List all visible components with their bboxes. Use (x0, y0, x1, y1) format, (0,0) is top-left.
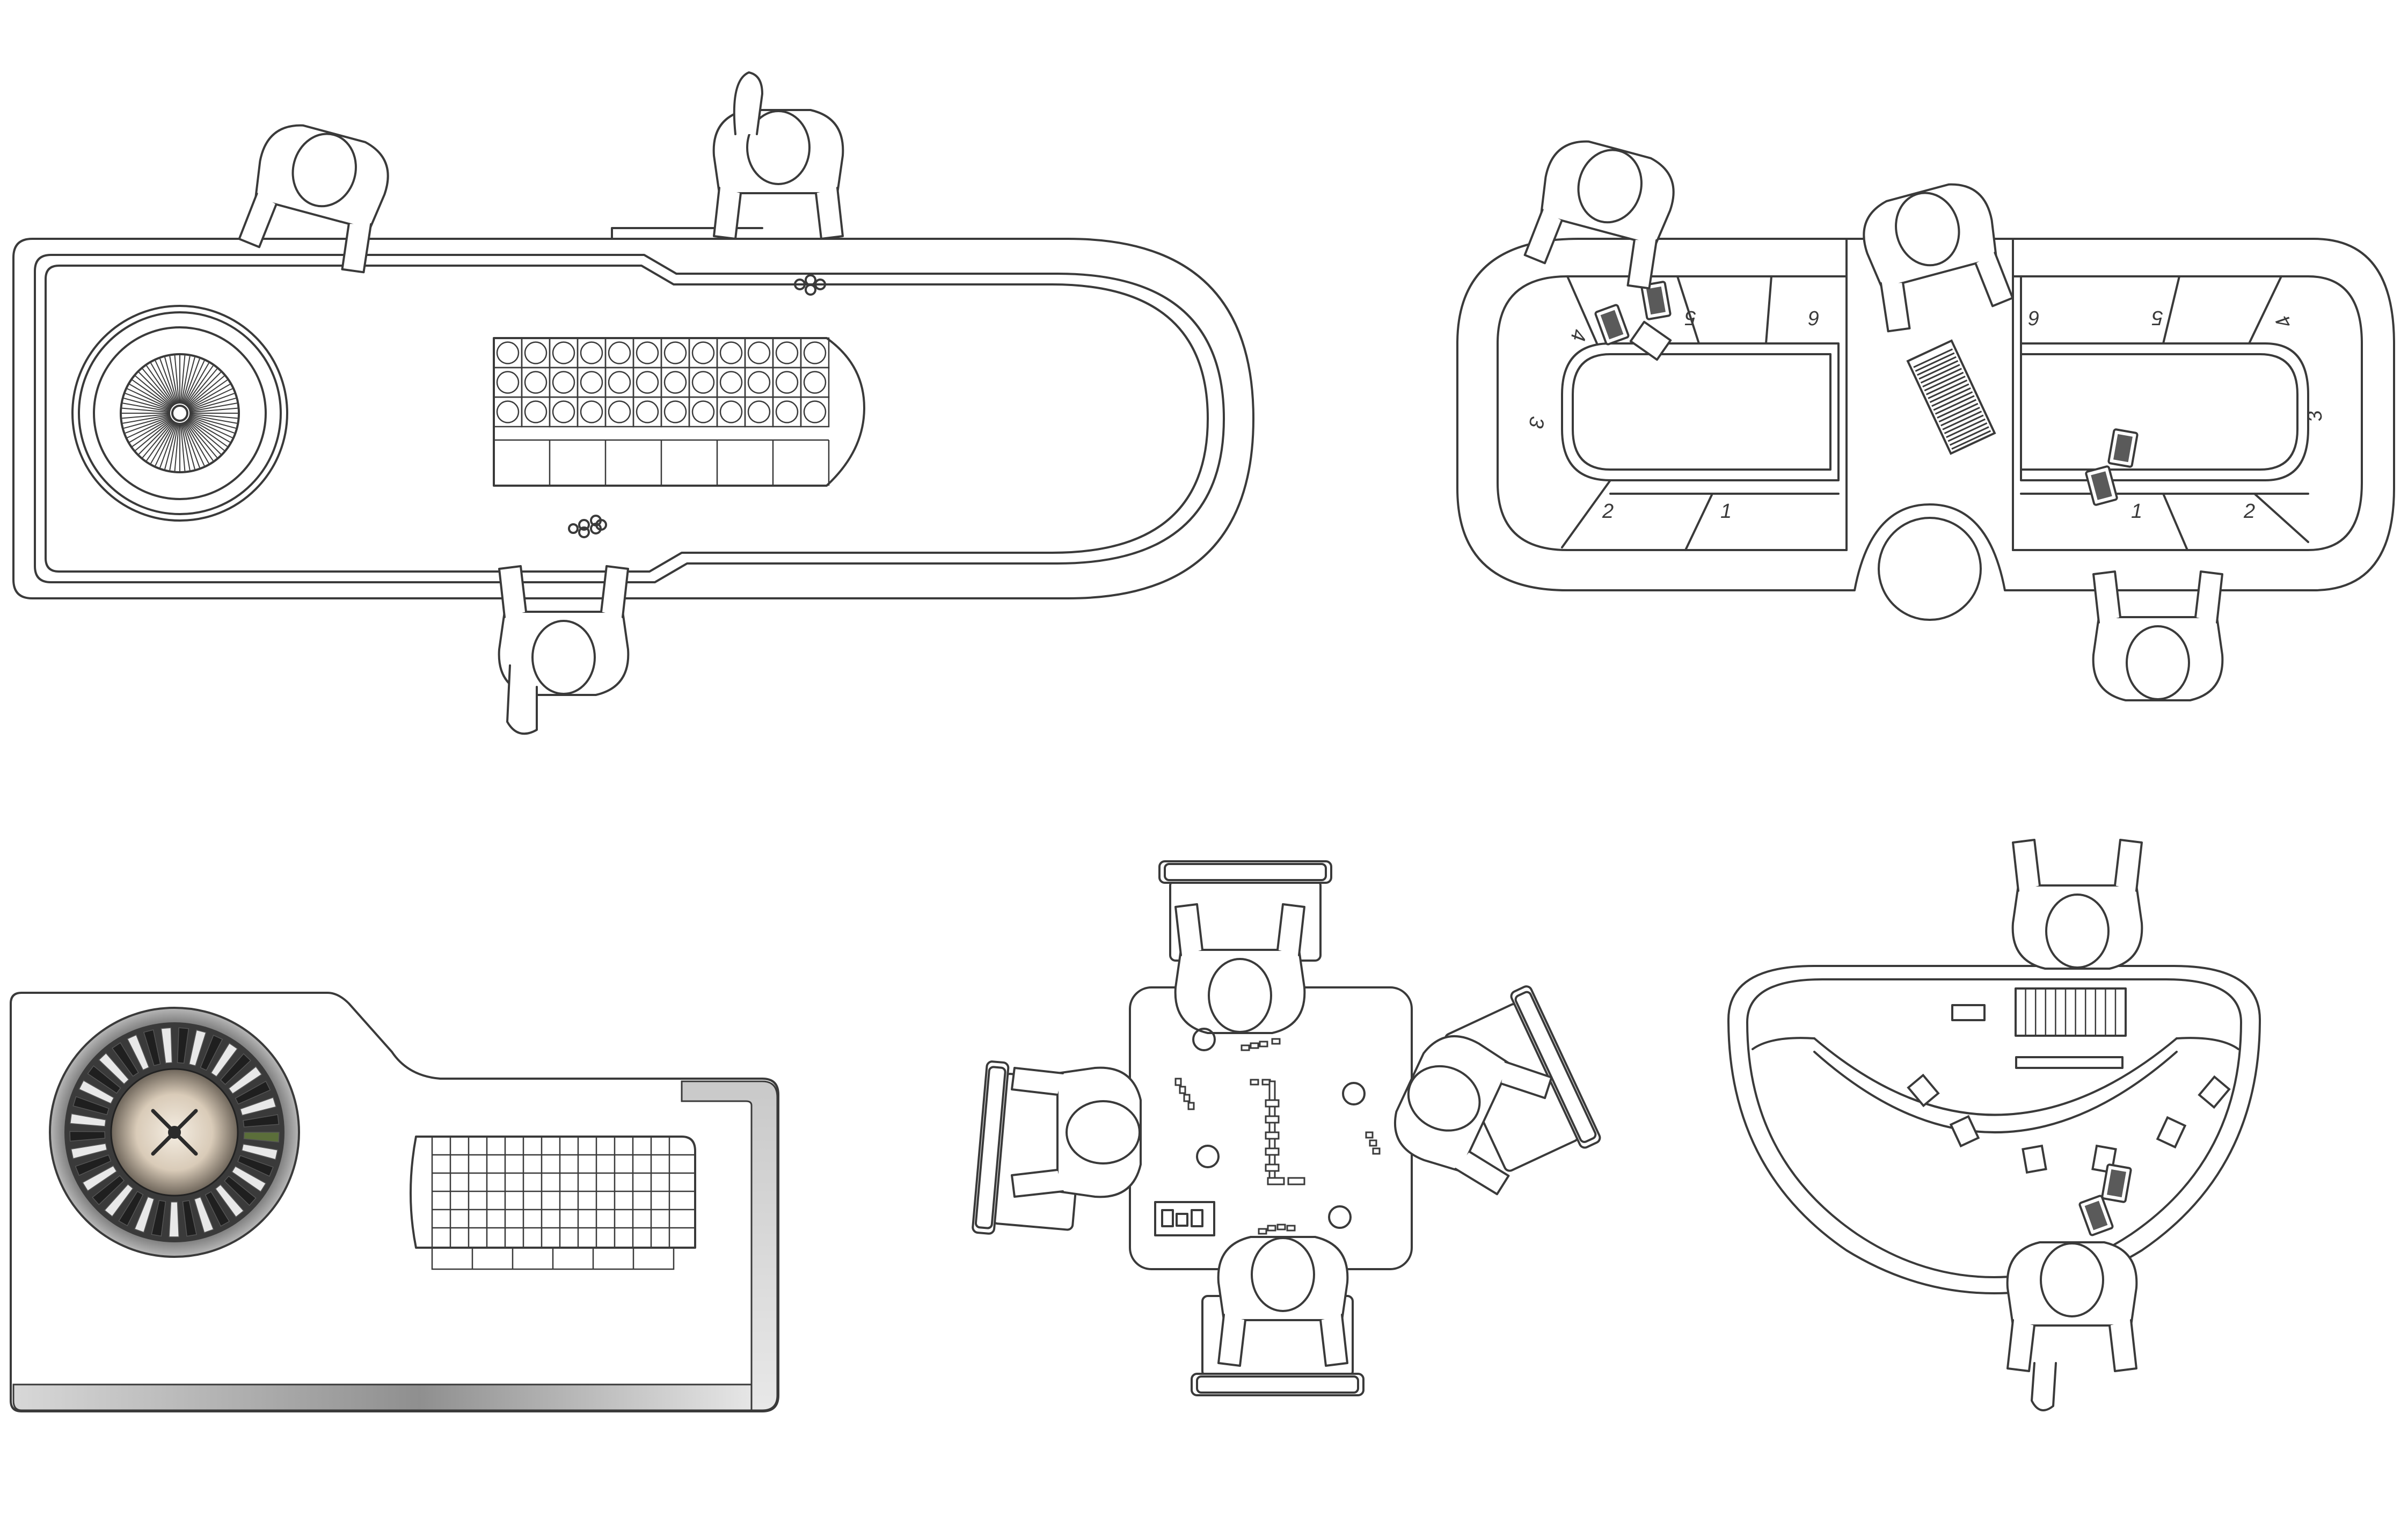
table5-outer (1727, 965, 2261, 1294)
seat-number: 6 (2028, 306, 2040, 329)
player-figure (1854, 175, 2015, 335)
square-card-table (971, 860, 1603, 1396)
baccarat-table: 4 5 6 3 2 1 6 5 4 3 1 2 (1456, 132, 2395, 701)
bet-cell (800, 396, 830, 428)
table3-betting-layout (410, 1136, 696, 1270)
player-figure (2011, 839, 2143, 970)
table1-betting-layout (493, 337, 865, 487)
seat-number: 3 (2303, 409, 2327, 424)
playing-card-icon (2107, 428, 2139, 468)
seat-number: 5 (1684, 306, 1696, 329)
chip-icon (1192, 1028, 1366, 1229)
table5-insurance-arc (1813, 1037, 2178, 1116)
chip-tray (2015, 987, 2127, 1037)
playing-card-icon (2100, 1163, 2133, 1204)
playing-card-icon (2078, 1194, 2114, 1237)
blackjack-table (1727, 839, 2261, 1411)
roulette-wheel-icon (71, 305, 288, 522)
mahjong-tiles (1174, 1038, 1381, 1235)
betting-box (1907, 1073, 2231, 1174)
seat-number: 4 (2272, 311, 2297, 332)
seat-number: 6 (1808, 306, 1820, 329)
playing-card-icon (2084, 465, 2119, 507)
player-figure (237, 116, 398, 276)
table1-inner-rail (34, 254, 1225, 583)
seat-number: 1 (2131, 500, 2142, 523)
roulette-wheel-icon (49, 1007, 300, 1258)
chip-icon (568, 274, 826, 538)
player-figure (712, 109, 844, 240)
seat-number: 5 (2151, 306, 2163, 329)
card-shoe-icon (1906, 339, 1996, 455)
tile-rack-icon (1154, 1201, 1215, 1236)
player-figure (1522, 132, 1683, 292)
seat-number: 2 (2243, 500, 2255, 523)
seat-number: 2 (1602, 500, 1614, 523)
seat-number: 1 (1720, 500, 1732, 523)
playing-card-icon (1594, 303, 1630, 346)
table1-outer-rail (12, 238, 1254, 599)
table2-outer (1456, 238, 2395, 591)
dealer-figure (2006, 1241, 2138, 1372)
roulette-table-shaded (10, 992, 779, 1412)
dealer-seat-circle (1878, 517, 1982, 621)
seat-number: 3 (1524, 415, 1548, 430)
seat-number: 4 (1566, 327, 1590, 342)
chip-icon (1629, 320, 1672, 361)
roulette-long-table (12, 71, 1254, 735)
